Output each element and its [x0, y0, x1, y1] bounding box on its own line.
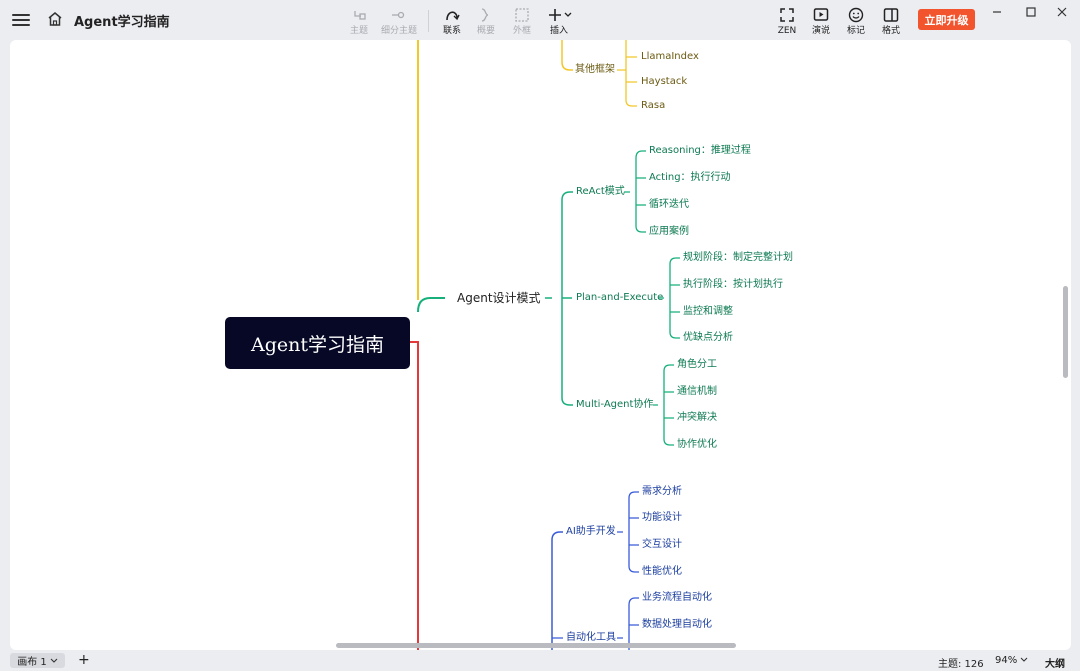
- topic-interaction-design[interactable]: 交互设计: [642, 539, 682, 550]
- outline-button[interactable]: 大纲: [1045, 659, 1065, 670]
- toolbar: Agent学习指南 主题 细分主题 联系 概要 外框 插入 ZEN 演说 标记 …: [0, 0, 1080, 40]
- zen-mode-button[interactable]: ZEN: [765, 6, 809, 37]
- menu-icon[interactable]: [12, 11, 30, 29]
- document-title: Agent学习指南: [74, 15, 170, 30]
- topic-acting[interactable]: Acting：执行行动: [649, 172, 731, 183]
- topic-planning-phase[interactable]: 规划阶段：制定完整计划: [683, 252, 793, 263]
- topic-plan-and-execute[interactable]: Plan-and-Execute: [576, 292, 664, 303]
- topic-agent-design-patterns[interactable]: Agent设计模式: [457, 291, 541, 305]
- topic-pros-cons[interactable]: 优缺点分析: [683, 332, 733, 343]
- topic-multi-agent[interactable]: Multi-Agent协作: [576, 399, 654, 410]
- home-icon[interactable]: [46, 10, 64, 28]
- boundary-icon: [500, 6, 544, 24]
- mark-button[interactable]: 标记: [834, 6, 878, 37]
- topic-llamaindex[interactable]: LlamaIndex: [641, 51, 699, 62]
- fullscreen-icon: [765, 6, 809, 24]
- maximize-icon[interactable]: [1021, 4, 1041, 20]
- zoom-select[interactable]: 94%: [995, 655, 1028, 666]
- canvas-tab[interactable]: 画布 1: [10, 653, 65, 668]
- mindmap-canvas[interactable]: Agent学习指南 其他框架 LlamaIndex Haystack Rasa …: [10, 40, 1071, 650]
- topic-count: 主题: 126: [938, 659, 984, 670]
- play-icon: [799, 6, 843, 24]
- topic-performance[interactable]: 性能优化: [642, 566, 682, 577]
- topic-other-frameworks[interactable]: 其他框架: [575, 64, 615, 75]
- chevron-down-icon: [1021, 657, 1028, 662]
- boundary-button[interactable]: 外框: [500, 6, 544, 37]
- toolbar-divider: [428, 10, 429, 32]
- topic-react-pattern[interactable]: ReAct模式: [576, 186, 625, 197]
- insert-button[interactable]: 插入: [537, 6, 581, 37]
- format-panel-icon: [869, 6, 913, 24]
- smiley-icon: [834, 6, 878, 24]
- topic-data-automation[interactable]: 数据处理自动化: [642, 619, 712, 630]
- subtopic-icon: [377, 6, 421, 24]
- canvas-tab-label: 画布 1: [17, 657, 47, 668]
- topic-requirements[interactable]: 需求分析: [642, 486, 682, 497]
- format-button[interactable]: 格式: [869, 6, 913, 37]
- relation-icon: [430, 6, 474, 24]
- topic-button[interactable]: 主题: [337, 6, 381, 37]
- topic-use-cases[interactable]: 应用案例: [649, 226, 689, 237]
- subtopic-button[interactable]: 细分主题: [377, 6, 421, 37]
- status-bar: 画布 1 + 主题: 126 94% 大纲: [0, 651, 1080, 671]
- close-icon[interactable]: [1052, 4, 1072, 20]
- topic-reasoning[interactable]: Reasoning：推理过程: [649, 145, 751, 156]
- mindmap-connectors: [410, 40, 680, 650]
- plus-icon: [537, 6, 581, 24]
- topic-feature-design[interactable]: 功能设计: [642, 512, 682, 523]
- root-topic[interactable]: Agent学习指南: [225, 317, 410, 369]
- minimize-icon[interactable]: [987, 4, 1007, 20]
- upgrade-button[interactable]: 立即升级: [918, 9, 975, 30]
- horizontal-scrollbar[interactable]: [336, 643, 736, 648]
- topic-haystack[interactable]: Haystack: [641, 76, 688, 87]
- topic-loop-iteration[interactable]: 循环迭代: [649, 199, 689, 210]
- summary-icon: [464, 6, 508, 24]
- chevron-down-icon: [50, 658, 58, 663]
- topic-role-division[interactable]: 角色分工: [677, 359, 717, 370]
- topic-ai-assistant-dev[interactable]: AI助手开发: [566, 526, 616, 537]
- topic-monitor-adjust[interactable]: 监控和调整: [683, 306, 733, 317]
- zoom-level: 94%: [995, 655, 1018, 666]
- topic-business-automation[interactable]: 业务流程自动化: [642, 592, 712, 603]
- topic-automation-tools[interactable]: 自动化工具: [566, 632, 616, 643]
- topic-communication[interactable]: 通信机制: [677, 386, 717, 397]
- present-button[interactable]: 演说: [799, 6, 843, 37]
- summary-button[interactable]: 概要: [464, 6, 508, 37]
- topic-icon: [337, 6, 381, 24]
- topic-execution-phase[interactable]: 执行阶段：按计划执行: [683, 279, 783, 290]
- add-canvas-icon[interactable]: +: [78, 652, 90, 668]
- relation-button[interactable]: 联系: [430, 6, 474, 37]
- vertical-scrollbar[interactable]: [1063, 286, 1068, 378]
- topic-conflict-resolution[interactable]: 冲突解决: [677, 412, 717, 423]
- topic-collaboration-optimization[interactable]: 协作优化: [677, 439, 717, 450]
- topic-rasa[interactable]: Rasa: [641, 100, 666, 111]
